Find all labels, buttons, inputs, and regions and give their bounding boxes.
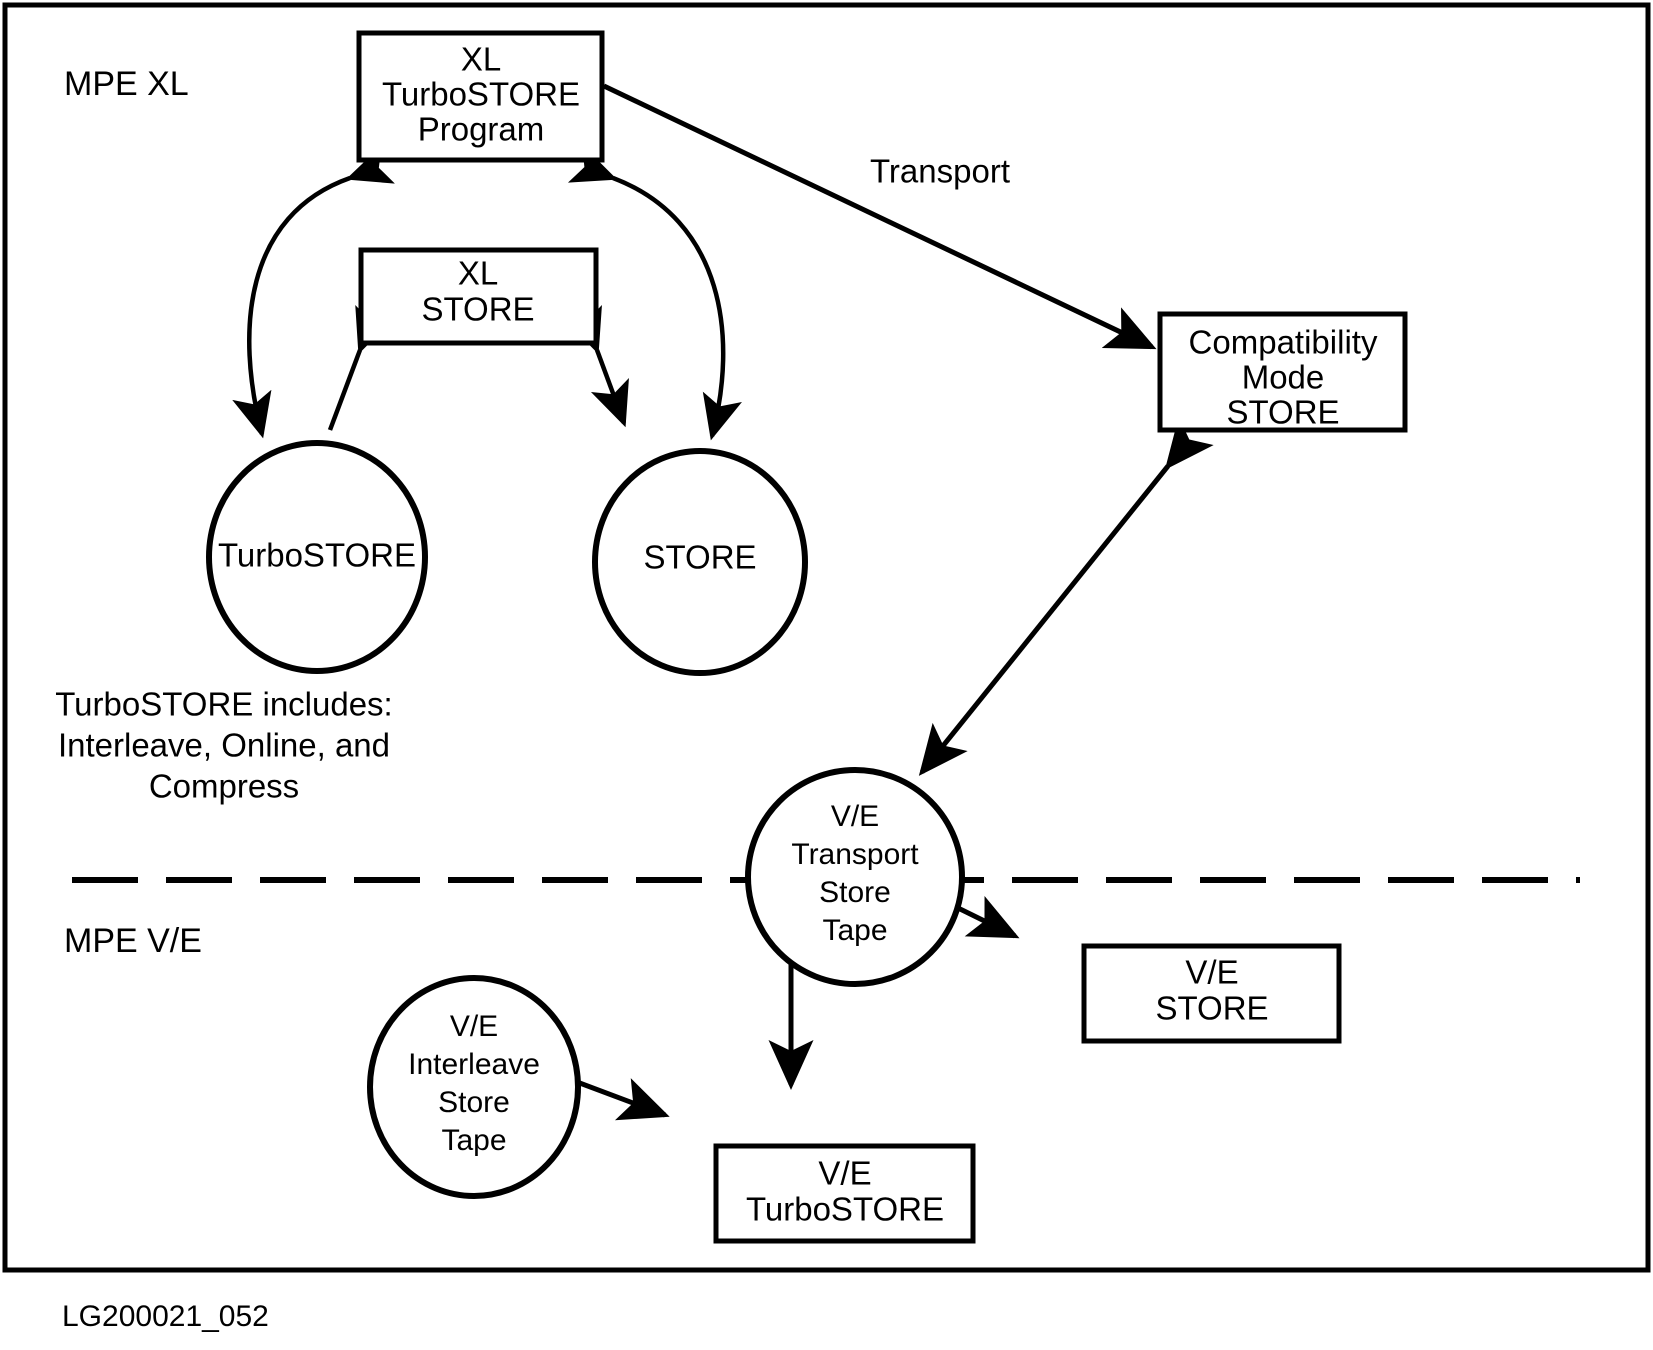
node-xl-store-line-1: STORE — [421, 291, 534, 328]
node-ve-interleave-store-tape-line-2: Store — [438, 1086, 510, 1119]
node-ve-interleave-store-tape-line-0: V/E — [450, 1010, 498, 1043]
node-ve-transport-store-tape-line-3: Tape — [822, 914, 887, 947]
node-ve-turbostore-shape — [713, 1143, 976, 1244]
node-compatibility-mode-store-shape — [1157, 311, 1408, 433]
node-store-tape-shape — [592, 448, 808, 676]
node-xl-store[interactable]: XL STORE — [358, 247, 599, 346]
node-ve-transport-store-tape[interactable]: V/E Transport Store Tape — [745, 767, 965, 987]
node-ve-interleave-store-tape-line-1: Interleave — [408, 1048, 540, 1081]
node-compatibility-mode-store-line-1: Mode — [1242, 359, 1325, 396]
node-ve-store-shape — [1081, 943, 1342, 1044]
node-ve-interleave-store-tape-line-3: Tape — [441, 1124, 506, 1157]
node-ve-interleave-store-tape[interactable]: V/E Interleave Store Tape — [367, 975, 581, 1199]
node-ve-transport-store-tape-line-1: Transport — [791, 838, 919, 871]
note-turbostore-includes-line-0: TurboSTORE includes: — [55, 686, 392, 723]
node-compatibility-mode-store[interactable]: Compatibility Mode STORE — [1157, 311, 1408, 433]
node-ve-turbostore[interactable]: V/E TurboSTORE — [713, 1143, 976, 1244]
note-turbostore-includes-line-1: Interleave, Online, and — [58, 727, 390, 764]
region-label-mpe-xl: MPE XL — [64, 65, 189, 103]
node-turbostore-tape-shape — [206, 440, 428, 674]
node-compatibility-mode-store-line-0: Compatibility — [1189, 324, 1378, 361]
node-ve-turbostore-line-0: V/E — [818, 1155, 871, 1192]
node-xl-turbostore-program[interactable]: XL TurboSTORE Program — [356, 30, 605, 163]
node-xl-turbostore-program-line-0: XL — [461, 41, 501, 78]
node-xl-turbostore-program-shape — [356, 30, 605, 163]
node-ve-store-line-1: STORE — [1155, 990, 1268, 1027]
edge-program-turbostore-arc — [232, 145, 395, 439]
node-ve-interleave-store-tape-shape — [367, 975, 581, 1199]
region-label-mpe-ve: MPE V/E — [64, 922, 202, 960]
node-xl-store-shape — [358, 247, 599, 346]
node-ve-store-line-0: V/E — [1185, 954, 1238, 991]
node-compatibility-mode-store-line-2: STORE — [1226, 394, 1339, 431]
node-ve-transport-store-tape-line-2: Store — [819, 876, 891, 909]
node-ve-store[interactable]: V/E STORE — [1081, 943, 1342, 1044]
node-turbostore-tape[interactable]: TurboSTORE — [206, 440, 428, 674]
edge-transport — [602, 83, 1157, 350]
edge-program-store-arc — [567, 144, 742, 441]
edge-compat-to-ve-transport — [918, 416, 1214, 776]
node-xl-turbostore-program-line-1: TurboSTORE — [382, 76, 580, 113]
figure-frame — [2, 2, 1651, 1273]
edge-xlstore-turbostore — [327, 304, 394, 431]
node-turbostore-tape-line-0: TurboSTORE — [218, 537, 416, 574]
node-store-tape[interactable]: STORE — [592, 448, 808, 676]
node-ve-turbostore-line-1: TurboSTORE — [746, 1191, 944, 1228]
node-xl-store-line-0: XL — [458, 255, 498, 292]
node-ve-transport-store-tape-shape — [745, 767, 965, 987]
edge-label-transport: Transport — [870, 153, 1010, 190]
figure-caption-id: LG200021_052 — [62, 1300, 269, 1333]
node-store-tape-line-0: STORE — [643, 539, 756, 576]
edge-xlstore-store — [563, 304, 629, 428]
note-turbostore-includes-line-2: Compress — [149, 768, 299, 805]
node-ve-transport-store-tape-line-0: V/E — [831, 800, 879, 833]
node-xl-turbostore-program-line-2: Program — [418, 111, 545, 148]
